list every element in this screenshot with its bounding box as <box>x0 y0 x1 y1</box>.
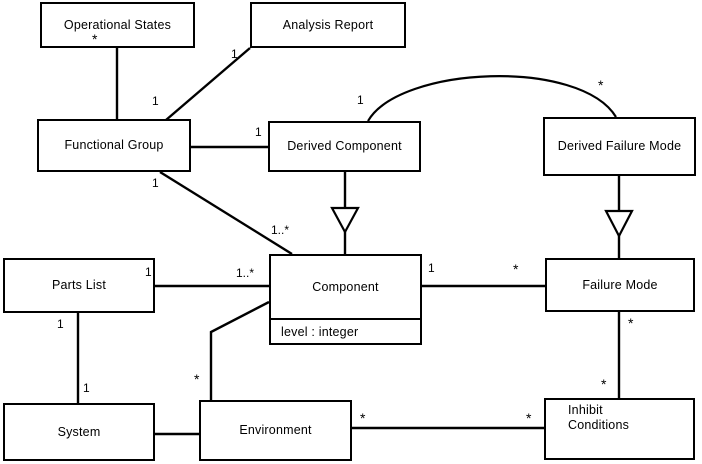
multiplicity-failure-mode-inhibit-conditions-bottom: * <box>601 376 607 392</box>
multiplicity-component-failure-mode-star: * <box>513 261 519 277</box>
class-name-derived-component: Derived Component <box>287 139 402 154</box>
multiplicity-operational-states-functional-group-one: 1 <box>152 94 159 108</box>
class-attribute-component-level: level : integer <box>271 318 420 343</box>
edge-functional-group-component <box>159 170 293 256</box>
class-name-system: System <box>57 424 101 439</box>
class-box-derived-component[interactable]: Derived Component <box>268 121 421 172</box>
class-name-inhibit-conditions: Inhibit Conditions <box>568 403 630 432</box>
class-name-failure-mode: Failure Mode <box>582 277 658 292</box>
class-name-analysis-report: Analysis Report <box>282 17 374 32</box>
multiplicity-functional-group-component-one: 1 <box>152 176 159 190</box>
multiplicity-derived-component-derived-failure-mode-star: * <box>598 77 604 93</box>
multiplicity-operational-states-functional-group-star: * <box>92 31 98 47</box>
multiplicity-environment-inhibit-conditions-left: * <box>360 410 366 426</box>
edge-analysis-report-functional-group <box>165 47 251 121</box>
class-box-inhibit-conditions[interactable]: Inhibit Conditions <box>544 398 695 460</box>
multiplicity-failure-mode-inhibit-conditions-top: * <box>628 315 634 331</box>
class-box-derived-failure-mode[interactable]: Derived Failure Mode <box>543 117 696 176</box>
class-box-environment[interactable]: Environment <box>199 400 352 461</box>
class-name-functional-group: Functional Group <box>64 138 164 153</box>
multiplicity-parts-list-system-top: 1 <box>57 317 64 331</box>
multiplicity-analysis-report-functional-group-one: 1 <box>231 47 238 61</box>
multiplicity-functional-group-component-many: 1..* <box>271 223 290 237</box>
multiplicity-component-failure-mode-one: 1 <box>428 261 435 275</box>
class-name-parts-list: Parts List <box>51 278 107 293</box>
class-box-failure-mode[interactable]: Failure Mode <box>545 258 695 312</box>
multiplicity-functional-group-derived-component-one: 1 <box>255 125 262 139</box>
class-name-environment: Environment <box>239 423 312 438</box>
class-box-functional-group[interactable]: Functional Group <box>37 119 191 172</box>
class-box-parts-list[interactable]: Parts List <box>3 258 155 313</box>
class-box-component[interactable]: Component level : integer <box>269 254 422 345</box>
edge-derived-component-derived-failure-mode <box>367 75 617 122</box>
multiplicity-derived-component-derived-failure-mode-one: 1 <box>357 93 364 107</box>
multiplicity-parts-list-system-bottom: 1 <box>83 381 90 395</box>
edge-component-environment <box>209 300 270 400</box>
generalization-triangle-failure-mode <box>604 209 634 239</box>
generalization-triangle-component <box>330 206 360 235</box>
multiplicity-environment-inhibit-conditions-right: * <box>526 410 532 426</box>
class-name-component: Component <box>312 279 379 294</box>
multiplicity-parts-list-component-many: 1..* <box>236 266 255 280</box>
class-name-operational-states: Operational States <box>63 17 172 32</box>
class-name-derived-failure-mode: Derived Failure Mode <box>557 139 682 154</box>
class-box-system[interactable]: System <box>3 403 155 461</box>
multiplicity-parts-list-component-one: 1 <box>145 265 152 279</box>
multiplicity-component-environment-star: * <box>194 371 200 387</box>
class-box-analysis-report[interactable]: Analysis Report <box>250 2 406 48</box>
class-box-operational-states[interactable]: Operational States <box>40 2 195 48</box>
